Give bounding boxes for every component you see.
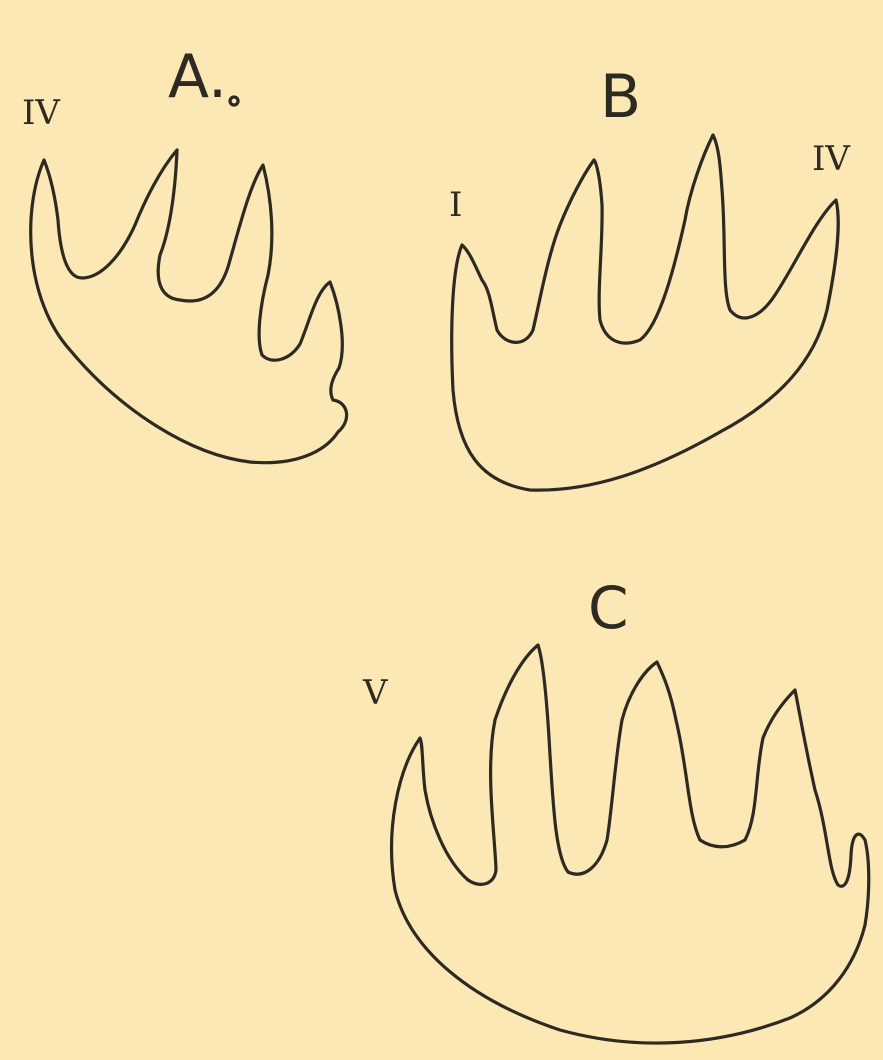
figure-b-letter: B: [600, 62, 641, 132]
figure-a-letter: A.: [168, 42, 227, 112]
figure-b: B I IV: [449, 62, 851, 490]
figure-a: A. IV: [22, 42, 347, 463]
figure-c-digit-label: V: [362, 673, 389, 713]
figure-c-outline: [392, 645, 869, 1043]
figure-c-letter: C: [588, 574, 629, 642]
figure-c: C V: [362, 574, 869, 1043]
figure-a-dot: [230, 97, 238, 105]
figure-a-digit-label: IV: [22, 93, 61, 133]
figure-a-outline: [31, 150, 347, 463]
figure-b-outline: [452, 135, 839, 490]
figure-b-digit-label-i: I: [449, 185, 462, 225]
figure-b-digit-label-iv: IV: [812, 139, 851, 179]
